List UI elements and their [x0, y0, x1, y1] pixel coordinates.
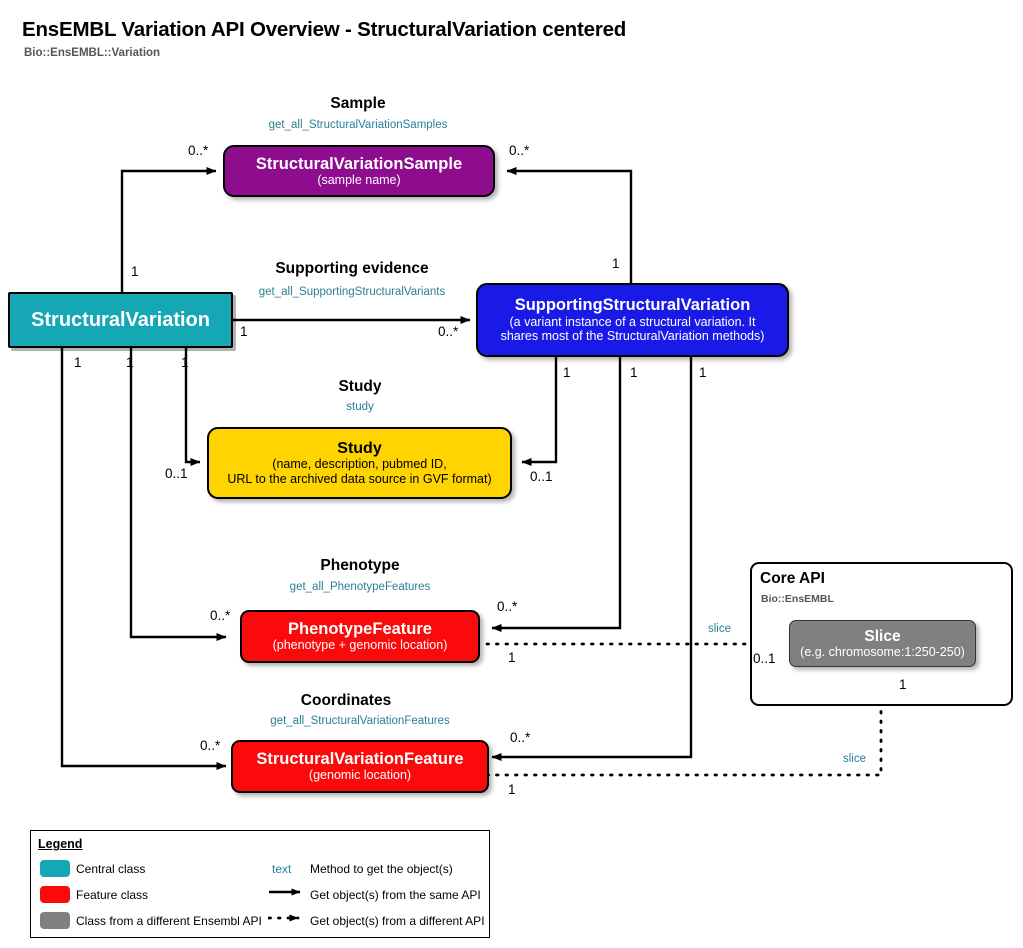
- edge-ssv-to-sample: [506, 167, 633, 285]
- class-name: PhenotypeFeature: [288, 620, 432, 639]
- class-structural-variation-sample[interactable]: StructuralVariationSample (sample name): [223, 145, 495, 197]
- class-name: SupportingStructuralVariation: [514, 296, 751, 315]
- cardinality-svf-to-slice-target: 1: [899, 677, 907, 692]
- cardinality-sv-to-study-target: 0..1: [165, 466, 188, 481]
- class-name: StructuralVariation: [31, 308, 210, 331]
- legend-swatch-feature-class: [40, 886, 70, 903]
- cardinality-ssv-to-pf-source: 1: [630, 365, 638, 380]
- section-method-coordinates: get_all_StructuralVariationFeatures: [270, 715, 450, 727]
- edge-sv-to-sample: [120, 167, 217, 292]
- class-detail-line2: shares most of the StructuralVariation m…: [500, 329, 765, 344]
- edge-ssv-to-study: [521, 357, 558, 466]
- section-title-study: Study: [338, 378, 382, 395]
- section-title-sample: Sample: [330, 95, 386, 112]
- class-detail-line1: (a variant instance of a structural vari…: [509, 314, 756, 329]
- class-supporting-structural-variation[interactable]: SupportingStructuralVariation (a variant…: [476, 283, 789, 357]
- class-name: StructuralVariationFeature: [256, 750, 464, 769]
- cardinality-ssv-to-study-source: 1: [563, 365, 571, 380]
- class-detail: (phenotype + genomic location): [272, 638, 448, 653]
- core-api-title: Core API: [760, 570, 825, 587]
- edge-sv-to-phenotypefeature: [129, 348, 227, 641]
- page-subtitle: Bio::EnsEMBL::Variation: [24, 47, 161, 59]
- legend-label-external-class: Class from a different Ensembl API: [76, 914, 262, 928]
- cardinality-sv-to-pf-source: 1: [126, 355, 134, 370]
- section-title-coordinates: Coordinates: [300, 692, 392, 709]
- core-api-subtitle: Bio::EnsEMBL: [761, 593, 834, 605]
- section-method-sample: get_all_StructuralVariationSamples: [268, 119, 448, 131]
- class-detail: (genomic location): [308, 768, 412, 783]
- edge-ssv-to-structuralvariationfeature: [491, 357, 693, 761]
- cardinality-sv-to-ssv-target: 0..*: [438, 324, 459, 339]
- legend-swatch-external-class: [40, 912, 70, 929]
- class-structural-variation-feature[interactable]: StructuralVariationFeature (genomic loca…: [231, 740, 489, 793]
- class-slice[interactable]: Slice (e.g. chromosome:1:250-250): [789, 620, 976, 667]
- cardinality-sv-to-study-source: 1: [181, 355, 189, 370]
- class-study[interactable]: Study (name, description, pubmed ID, URL…: [207, 427, 512, 499]
- legend-panel: [30, 830, 490, 938]
- cardinality-pf-to-slice-target: 0..1: [753, 651, 776, 666]
- section-title-phenotype: Phenotype: [320, 557, 400, 574]
- legend-label-central-class: Central class: [76, 862, 146, 876]
- legend-label-different-api: Get object(s) from a different API: [310, 914, 485, 928]
- slice-label-coordinates: slice: [843, 753, 867, 765]
- slice-label-phenotype: slice: [708, 623, 732, 635]
- legend-sample-method-text: text: [272, 862, 292, 876]
- legend-title: Legend: [38, 837, 83, 851]
- edge-sv-to-study: [184, 348, 201, 466]
- class-structural-variation[interactable]: StructuralVariation: [8, 292, 233, 348]
- cardinality-ssv-to-sample-target: 0..*: [509, 143, 530, 158]
- edge-ssv-to-phenotypefeature: [491, 357, 622, 632]
- cardinality-svf-to-slice-source: 1: [508, 782, 516, 797]
- cardinality-sv-to-sample-source: 1: [131, 264, 139, 279]
- edge-structuralvariationfeature-to-slice: [485, 678, 885, 777]
- class-name: Study: [337, 439, 382, 457]
- dotted-arrow-icon: [268, 914, 300, 922]
- legend-label-same-api: Get object(s) from the same API: [310, 888, 481, 902]
- page-title: EnsEMBL Variation API Overview - Structu…: [22, 18, 627, 41]
- cardinality-ssv-to-svf-target: 0..*: [510, 730, 531, 745]
- class-detail: (sample name): [317, 172, 401, 187]
- legend-label-method: Method to get the object(s): [310, 862, 453, 876]
- cardinality-sv-to-svf-target: 0..*: [200, 738, 221, 753]
- cardinality-ssv-to-svf-source: 1: [699, 365, 707, 380]
- solid-arrow-icon: [269, 888, 301, 896]
- class-name: StructuralVariationSample: [255, 154, 463, 173]
- legend-swatch-central-class: [40, 860, 70, 877]
- class-name: Slice: [864, 627, 901, 645]
- class-detail-line2: URL to the archived data source in GVF f…: [227, 471, 492, 486]
- class-phenotype-feature[interactable]: PhenotypeFeature (phenotype + genomic lo…: [240, 610, 480, 663]
- cardinality-sv-to-svf-source: 1: [74, 355, 82, 370]
- cardinality-sv-to-sample-target: 0..*: [188, 143, 209, 158]
- section-method-supporting: get_all_SupportingStructuralVariants: [258, 286, 446, 298]
- cardinality-ssv-to-study-target: 0..1: [530, 469, 553, 484]
- cardinality-sv-to-pf-target: 0..*: [210, 608, 231, 623]
- class-detail: (e.g. chromosome:1:250-250): [800, 644, 965, 659]
- cardinality-ssv-to-pf-target: 0..*: [497, 599, 518, 614]
- legend-label-feature-class: Feature class: [76, 888, 149, 902]
- edge-sv-to-structuralvariationfeature: [60, 348, 227, 770]
- section-method-study: study: [346, 401, 374, 413]
- section-method-phenotype: get_all_PhenotypeFeatures: [289, 581, 431, 593]
- cardinality-sv-to-ssv-source: 1: [240, 324, 248, 339]
- section-title-supporting: Supporting evidence: [275, 260, 429, 277]
- cardinality-pf-to-slice-source: 1: [508, 650, 516, 665]
- class-detail-line1: (name, description, pubmed ID,: [272, 457, 447, 472]
- cardinality-ssv-to-sample-source: 1: [612, 256, 620, 271]
